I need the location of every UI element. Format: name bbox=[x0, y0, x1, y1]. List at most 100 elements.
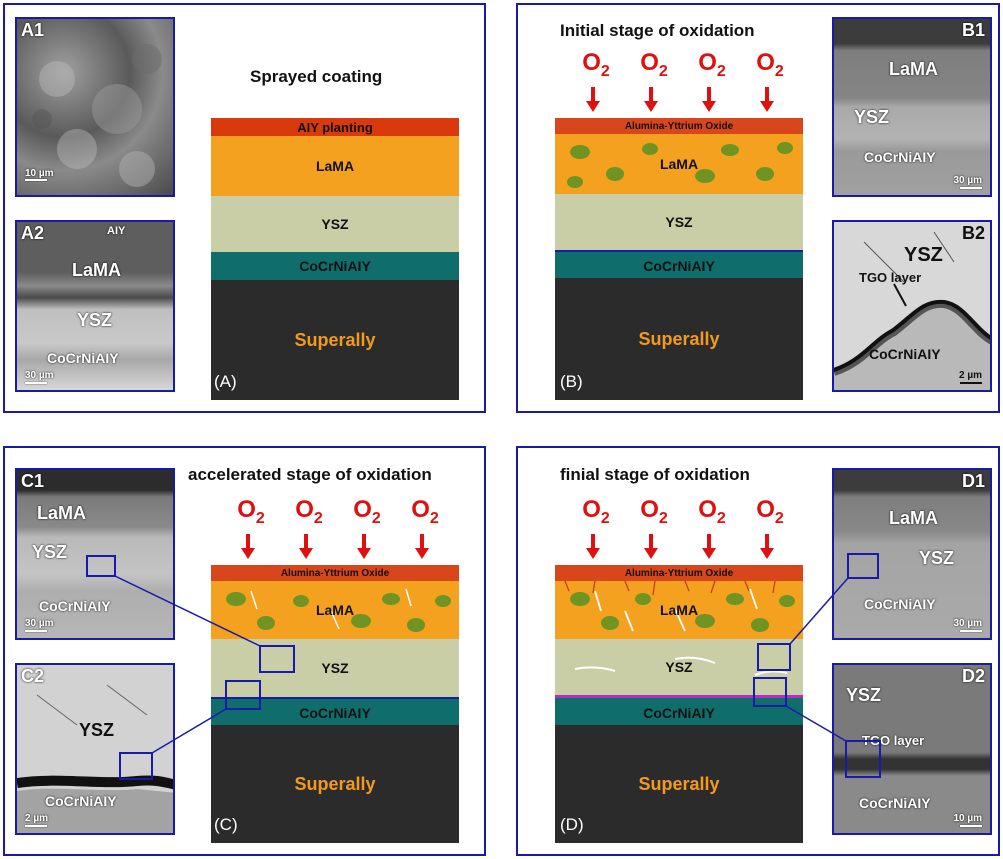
surface-texture bbox=[32, 44, 162, 187]
oxygen-label: O2 bbox=[582, 49, 610, 80]
ysz-layer: YSZ bbox=[211, 639, 459, 697]
substrate-layer: Superally bbox=[555, 725, 803, 843]
bond-coat-layer: CoCrNiAIY bbox=[211, 252, 459, 280]
scale-bar bbox=[25, 382, 47, 384]
scale-text: 30 µm bbox=[25, 370, 54, 381]
oxygen-label: O2 bbox=[411, 496, 439, 527]
lama-layer: LaMA bbox=[555, 581, 803, 639]
micrograph-label: A1 bbox=[21, 20, 45, 40]
scale-text: 2 µm bbox=[25, 813, 48, 824]
oxygen-label: O2 bbox=[756, 496, 784, 527]
bond-coat-layer: CoCrNiAIY bbox=[211, 697, 459, 727]
oxygen-label: O2 bbox=[756, 49, 784, 80]
micrograph-c1: C1 LaMA YSZ CoCrNiAIY 30 µm bbox=[15, 468, 175, 640]
panel-title: Initial stage of oxidation bbox=[560, 21, 755, 40]
oxygen-label: O2 bbox=[353, 496, 381, 527]
panel-tag: (D) bbox=[560, 815, 584, 834]
bond-coat-layer: CoCrNiAIY bbox=[555, 250, 803, 280]
micrograph-a1: A1 10 µm bbox=[15, 17, 175, 197]
ysz-label: YSZ bbox=[919, 548, 955, 568]
micrograph-label: D1 bbox=[961, 471, 985, 491]
oxide-layer: Alumina-Yttrium Oxide bbox=[555, 118, 803, 134]
lama-label: LaMA bbox=[889, 508, 938, 528]
panel-b: Initial stage of oxidation O2 O2 O2 O2 A… bbox=[516, 3, 1000, 413]
micrograph-label: B2 bbox=[961, 223, 985, 243]
micrograph-label: C2 bbox=[21, 666, 45, 686]
ysz-label: YSZ bbox=[77, 310, 113, 330]
panel-title: finial stage of oxidation bbox=[560, 465, 750, 484]
scale-text: 30 µm bbox=[953, 175, 982, 186]
micrograph-c2: C2 YSZ CoCrNiAIY 2 µm bbox=[15, 663, 175, 835]
scale-bar bbox=[25, 179, 47, 181]
micrograph-b1: B1 LaMA YSZ CoCrNiAIY 30 µm bbox=[832, 17, 992, 197]
aiy-layer: AIY planting bbox=[211, 118, 459, 136]
bond-coat-label: CoCrNiAIY bbox=[869, 346, 941, 362]
scale-text: 2 µm bbox=[959, 370, 982, 381]
tgo-crack bbox=[834, 231, 990, 390]
ysz-label: YSZ bbox=[854, 107, 890, 127]
bond-coat-label: CoCrNiAIY bbox=[39, 598, 111, 614]
bond-coat-label: CoCrNiAIY bbox=[47, 350, 119, 366]
substrate-layer: Superally bbox=[211, 280, 459, 400]
scale-bar bbox=[960, 187, 982, 189]
panel-d: finial stage of oxidation O2 O2 O2 O2 Al… bbox=[516, 446, 1000, 856]
scale-bar bbox=[960, 825, 982, 827]
scale-text: 30 µm bbox=[25, 618, 54, 629]
oxygen-label: O2 bbox=[640, 496, 668, 527]
scale-text: 30 µm bbox=[953, 618, 982, 629]
panel-title: Sprayed coating bbox=[250, 67, 383, 86]
micrograph-d1: D1 LaMA YSZ CoCrNiAIY 30 µm bbox=[832, 468, 992, 640]
bond-coat-label: CoCrNiAIY bbox=[864, 596, 936, 612]
tgo-label: TGO layer bbox=[859, 270, 922, 285]
micrograph-label: B1 bbox=[961, 20, 985, 40]
ysz-layer: YSZ bbox=[211, 196, 459, 252]
lama-layer: LaMA bbox=[211, 136, 459, 196]
ysz-cracks bbox=[574, 656, 788, 676]
oxygen-label: O2 bbox=[582, 496, 610, 527]
bond-coat-layer: CoCrNiAIY bbox=[555, 695, 803, 728]
micrograph-b2: B2 YSZ TGO layer CoCrNiAIY 2 µm bbox=[832, 220, 992, 392]
lama-grains bbox=[567, 142, 793, 188]
oxygen-label: O2 bbox=[640, 49, 668, 80]
substrate-layer: Superally bbox=[555, 278, 803, 400]
scale-text: 10 µm bbox=[953, 813, 982, 824]
ysz-label: YSZ bbox=[32, 542, 68, 562]
bond-coat-label: CoCrNiAIY bbox=[859, 795, 931, 811]
ysz-label: YSZ bbox=[846, 685, 882, 705]
coating-stack: Alumina-Yttrium Oxide LaMA YSZ CoCrNiAIY… bbox=[555, 565, 803, 843]
panel-c: C1 LaMA YSZ CoCrNiAIY 30 µm C2 YSZ CoCrN… bbox=[3, 446, 486, 856]
oxide-layer: Alumina-Yttrium Oxide bbox=[555, 565, 803, 581]
lama-layer: LaMA bbox=[211, 581, 459, 639]
panel-tag: (C) bbox=[214, 815, 238, 834]
bond-coat-label: CoCrNiAIY bbox=[864, 149, 936, 165]
oxygen-label: O2 bbox=[698, 49, 726, 80]
panel-a: A1 10 µm A2 AIY LaMA YSZ CoCrNiAIY 30 µm… bbox=[3, 3, 486, 413]
panel-title: accelerated stage of oxidation bbox=[188, 465, 432, 484]
lama-label: LaMA bbox=[72, 260, 121, 280]
tgo-crack bbox=[17, 684, 173, 833]
oxygen-label: O2 bbox=[295, 496, 323, 527]
aiy-label: AIY bbox=[107, 225, 126, 237]
panel-tag: (B) bbox=[560, 372, 583, 391]
ysz-layer: YSZ bbox=[555, 194, 803, 250]
micrograph-d2: D2 YSZ TGO layer CoCrNiAIY 10 µm bbox=[832, 663, 992, 835]
lama-label: LaMA bbox=[37, 503, 86, 523]
tgo-label: TGO layer bbox=[862, 733, 925, 748]
scale-text: 10 µm bbox=[25, 168, 54, 179]
micrograph-a2: A2 AIY LaMA YSZ CoCrNiAIY 30 µm bbox=[15, 220, 175, 392]
substrate-layer: Superally bbox=[211, 725, 459, 843]
oxide-layer: Alumina-Yttrium Oxide bbox=[211, 565, 459, 581]
oxygen-label: O2 bbox=[698, 496, 726, 527]
coating-stack: Alumina-Yttrium Oxide LaMA YSZ CoCrNiAIY… bbox=[211, 565, 459, 843]
bond-coat-label: CoCrNiAIY bbox=[45, 793, 117, 809]
micrograph-label: A2 bbox=[21, 223, 45, 243]
micrograph-label: D2 bbox=[961, 666, 985, 686]
ysz-layer: YSZ bbox=[555, 639, 803, 695]
micrograph-label: C1 bbox=[21, 471, 45, 491]
coating-stack: Alumina-Yttrium Oxide LaMA YSZ CoCrNiAIY… bbox=[555, 118, 803, 400]
scale-bar bbox=[25, 630, 47, 632]
scale-bar bbox=[960, 630, 982, 632]
ysz-label: YSZ bbox=[79, 720, 115, 740]
scale-bar bbox=[25, 825, 47, 827]
oxygen-label: O2 bbox=[237, 496, 265, 527]
